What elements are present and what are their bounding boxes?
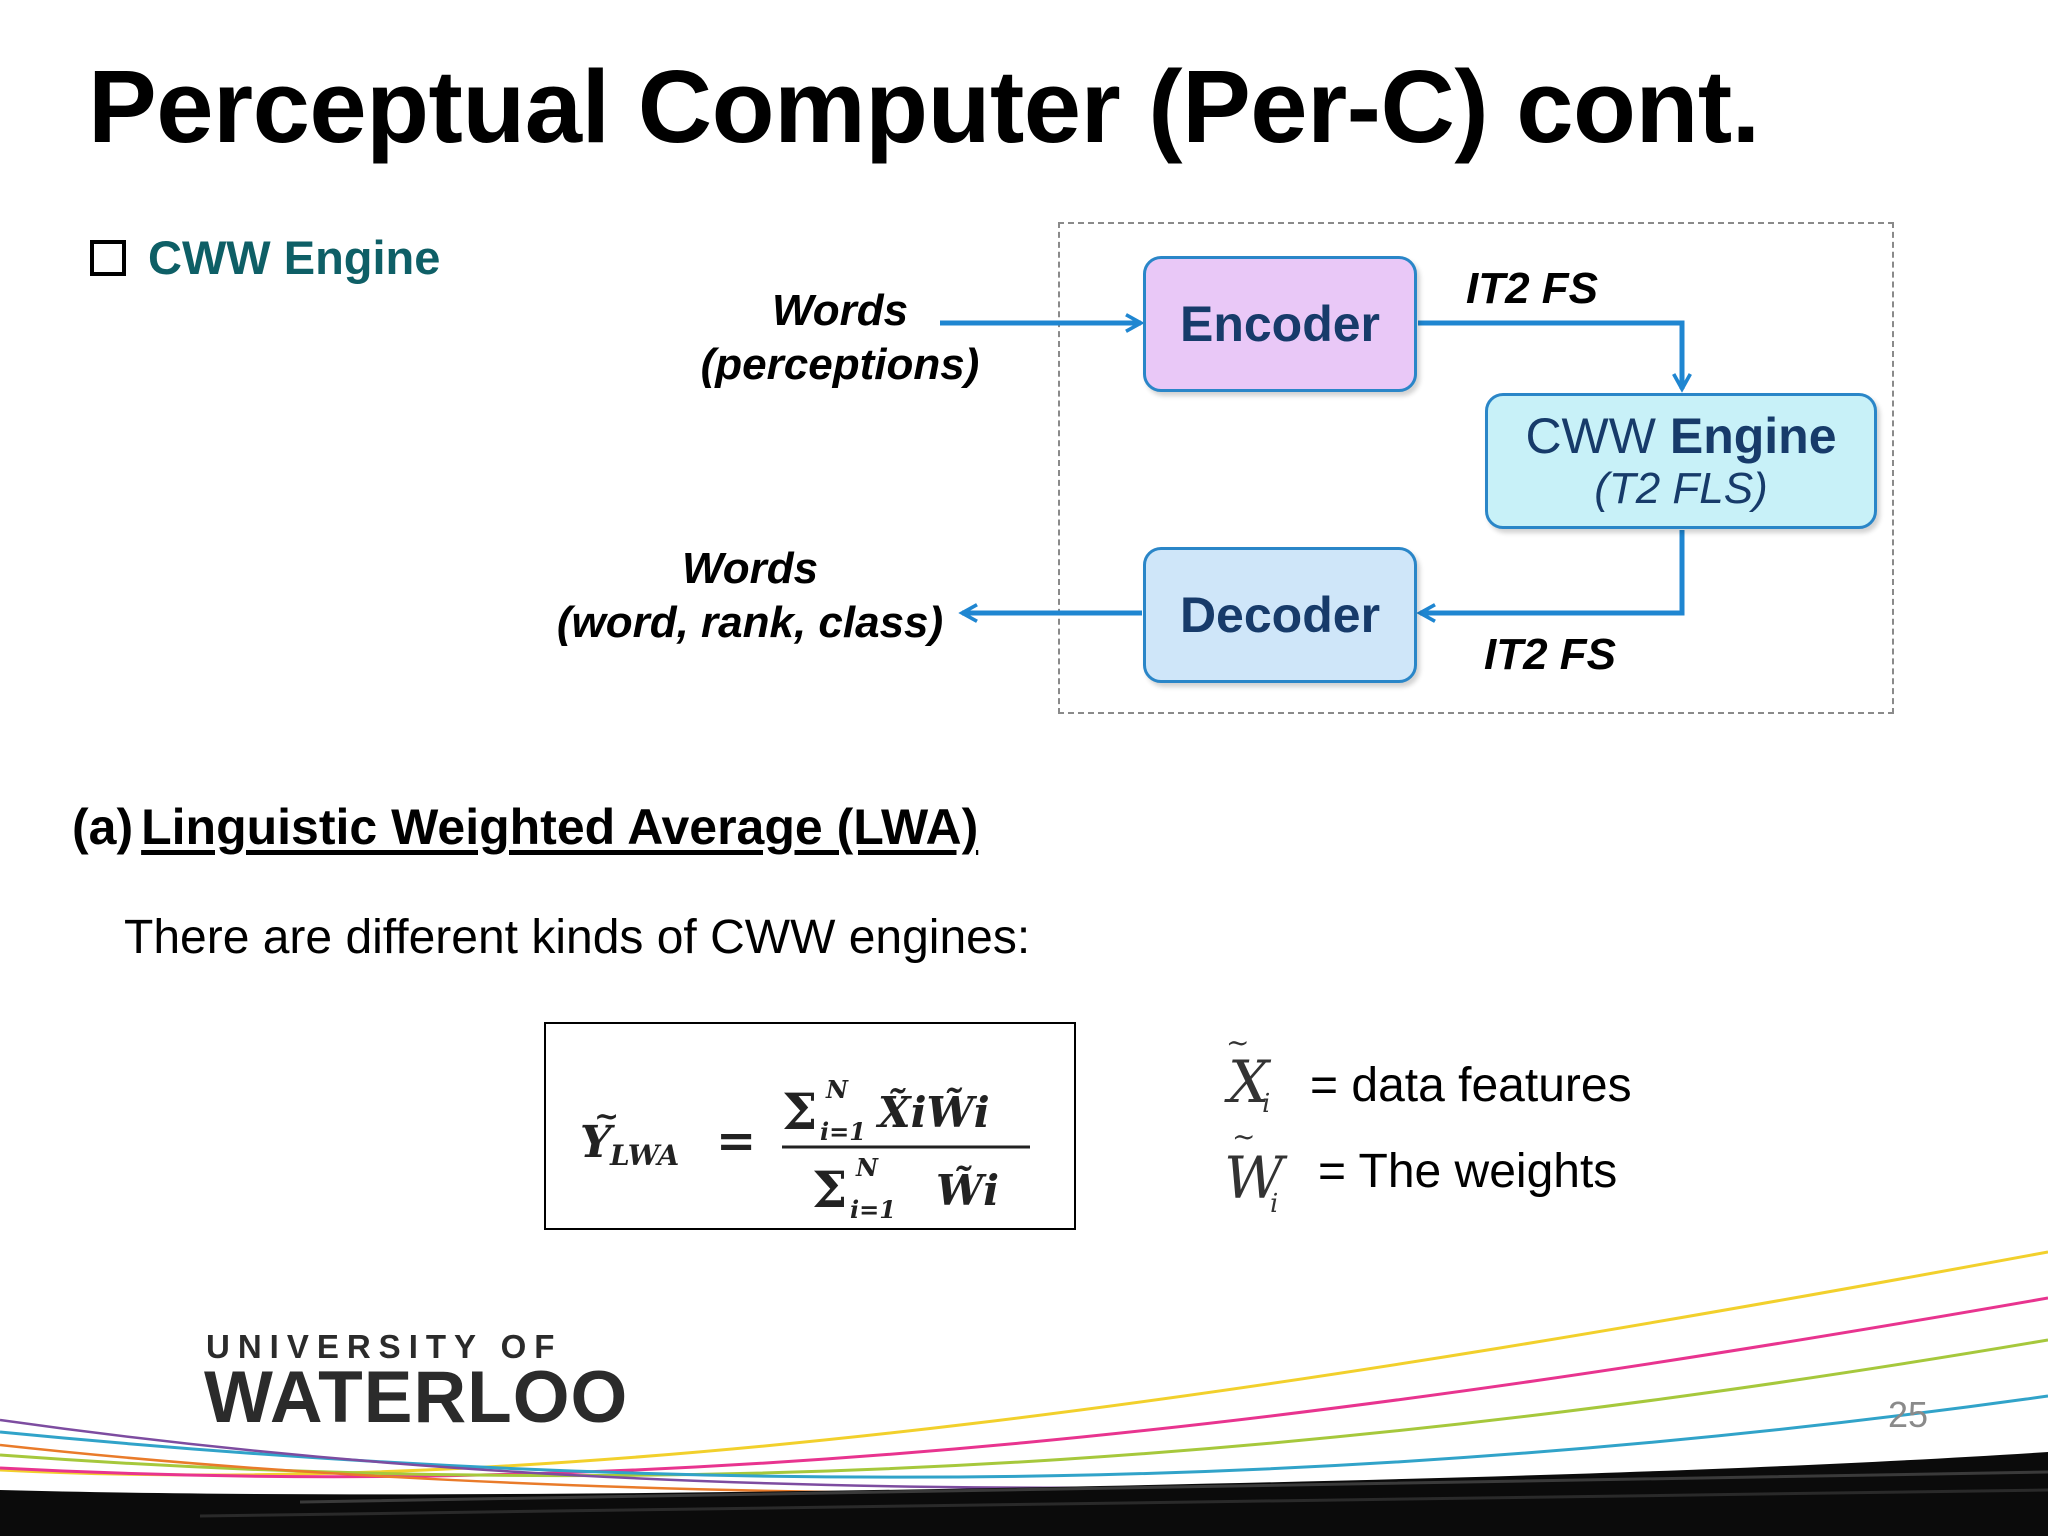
legend-w-text: = The weights [1318,1145,1618,1198]
formula-equals: = [716,1113,756,1169]
engine-label-bold: Engine [1669,408,1837,464]
formula-den-sum: Σ [812,1160,847,1219]
footer-black-band [0,1452,2048,1536]
edge-label-bottom: IT2 FS [1484,630,1617,679]
svg-text:W: W [1224,1144,1288,1212]
formula-lhs-sub: LWA [609,1139,679,1172]
section-marker: (a) [72,799,134,855]
encoder-label: Encoder [1179,296,1381,352]
input-label-line2: (perceptions) [700,340,980,389]
output-label-line2: (word, rank, class) [556,598,944,647]
formula-lhs: Y [580,1117,615,1168]
formula-num-sub: i=1 [820,1117,866,1146]
formula-num-terms: X̃iW̃i [875,1087,990,1137]
checkbox-bullet-icon [90,240,126,276]
edge-label-top: IT2 FS [1466,264,1599,313]
formula-den-sup: N [855,1153,879,1182]
footer-stripe [0,1250,2048,1477]
university-logo-line2: WATERLOO [204,1357,629,1438]
output-label-line1: Words [681,544,819,593]
formula-den-sub: i=1 [850,1195,896,1224]
section-title: Linguistic Weighted Average (LWA) [141,799,979,855]
lwa-formula: Y ~ LWA = Σ N i=1 X̃iW̃i Σ N i=1 W̃i [580,1075,1030,1224]
svg-text:X: X [1224,1048,1272,1116]
cww-engine-node: CWW Engine (T2 FLS) [1485,393,1877,529]
diagram-frame [1058,222,1894,714]
legend-symbol-x: ~ X i [1224,1040,1272,1119]
university-logo-line1: UNIVERSITY OF [206,1328,563,1365]
svg-text:i: i [1262,1089,1270,1119]
svg-text:~: ~ [1226,1040,1249,1059]
formula-num-sum: Σ [782,1082,817,1141]
svg-text:~: ~ [1232,1128,1255,1153]
bullet-label: CWW Engine [148,231,441,284]
svg-text:~: ~ [594,1099,619,1134]
section-heading: (a)Linguistic Weighted Average (LWA) [72,798,978,856]
formula-box [544,1022,1076,1230]
body-text: There are different kinds of CWW engines… [124,911,1031,964]
legend-x-text: = data features [1310,1059,1632,1112]
footer-stripe [0,1296,2048,1479]
diagram-input-label: Words (perceptions) [680,284,1000,392]
formula-num-sup: N [825,1075,849,1104]
diagram-output-label: Words (word, rank, class) [540,542,960,650]
page-number: 25 [1888,1394,1929,1435]
arrow-encoder-to-engine [1418,320,1682,389]
svg-text:i: i [1270,1189,1278,1219]
engine-label: CWW Engine [1525,408,1836,464]
engine-label-normal: CWW [1525,408,1656,464]
legend-symbol-w: ~ W i [1224,1128,1288,1219]
slide-title: Perceptual Computer (Per-C) cont. [88,49,1760,164]
bullet-item: CWW Engine [90,230,440,285]
engine-sublabel: (T2 FLS) [1594,464,1768,513]
encoder-node: Encoder [1143,256,1417,392]
formula-den-term: W̃i [936,1165,999,1215]
input-label-line1: Words [771,286,909,335]
decoder-node: Decoder [1143,547,1417,683]
arrow-engine-to-decoder [1420,530,1685,613]
decoder-label: Decoder [1179,587,1381,643]
